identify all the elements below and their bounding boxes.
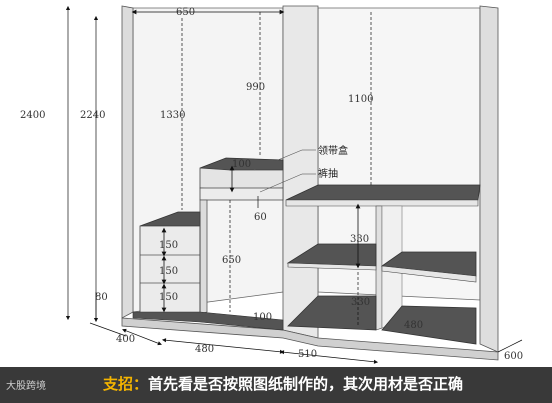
dim-150-a: 150 (159, 240, 178, 251)
label-tie-box: 领带盒 (318, 144, 348, 157)
dim-2240: 2240 (80, 110, 105, 121)
right-side-panel (479, 5, 499, 353)
right-mid-shelf-left-edge (287, 262, 377, 271)
trouser-rack-front (199, 187, 284, 201)
right-top-shelf (285, 184, 481, 201)
dim-650-mid: 650 (222, 255, 241, 266)
dim-510: 510 (298, 349, 317, 360)
right-top-shelf-edge (285, 199, 479, 207)
dim-100-top: 100 (232, 159, 251, 170)
dim-1100: 1100 (348, 94, 373, 105)
tie-box-drawer-front (199, 167, 284, 191)
bottom-plinth (121, 317, 499, 361)
right-bottom-shelf (287, 295, 377, 331)
dim-400: 400 (116, 334, 135, 345)
caption-bar: 大股跨境 支招：首先看是否按照图纸制作的，其次用材是否正确 (0, 367, 552, 403)
dim-330-low: 330 (351, 297, 370, 308)
middle-divider-panel (282, 5, 319, 339)
label-trouser-rack: 裤抽 (318, 167, 338, 180)
dim-480: 480 (195, 344, 214, 355)
dim-150-b: 150 (159, 266, 178, 277)
dim-80: 80 (95, 292, 108, 303)
dim-330: 330 (350, 234, 369, 245)
hanging-section-panel (199, 199, 208, 315)
right-bottom-shelf-2 (381, 305, 477, 345)
caption-text: 支招：首先看是否按照图纸制作的，其次用材是否正确 (103, 373, 463, 394)
left-floor-shelf (132, 311, 284, 331)
dim-990: 990 (246, 82, 265, 93)
left-side-panel (121, 5, 134, 319)
dim-650-top: 650 (176, 7, 195, 18)
caption-body: 首先看是否按照图纸制作的，其次用材是否正确 (148, 375, 464, 393)
right-vertical-divider (375, 205, 383, 331)
dim-480-right: 480 (404, 320, 423, 331)
caption-prefix: 支招： (103, 375, 149, 393)
dim-60: 60 (254, 212, 267, 223)
dim-150-c: 150 (159, 292, 178, 303)
dim-100-bottom: 100 (253, 312, 272, 323)
dim-2400: 2400 (20, 110, 45, 121)
dim-600: 600 (504, 351, 523, 362)
brand-logo: 大股跨境 (6, 381, 46, 392)
dim-1330: 1330 (160, 110, 185, 121)
right-mid-shelf-right-edge (381, 265, 477, 283)
